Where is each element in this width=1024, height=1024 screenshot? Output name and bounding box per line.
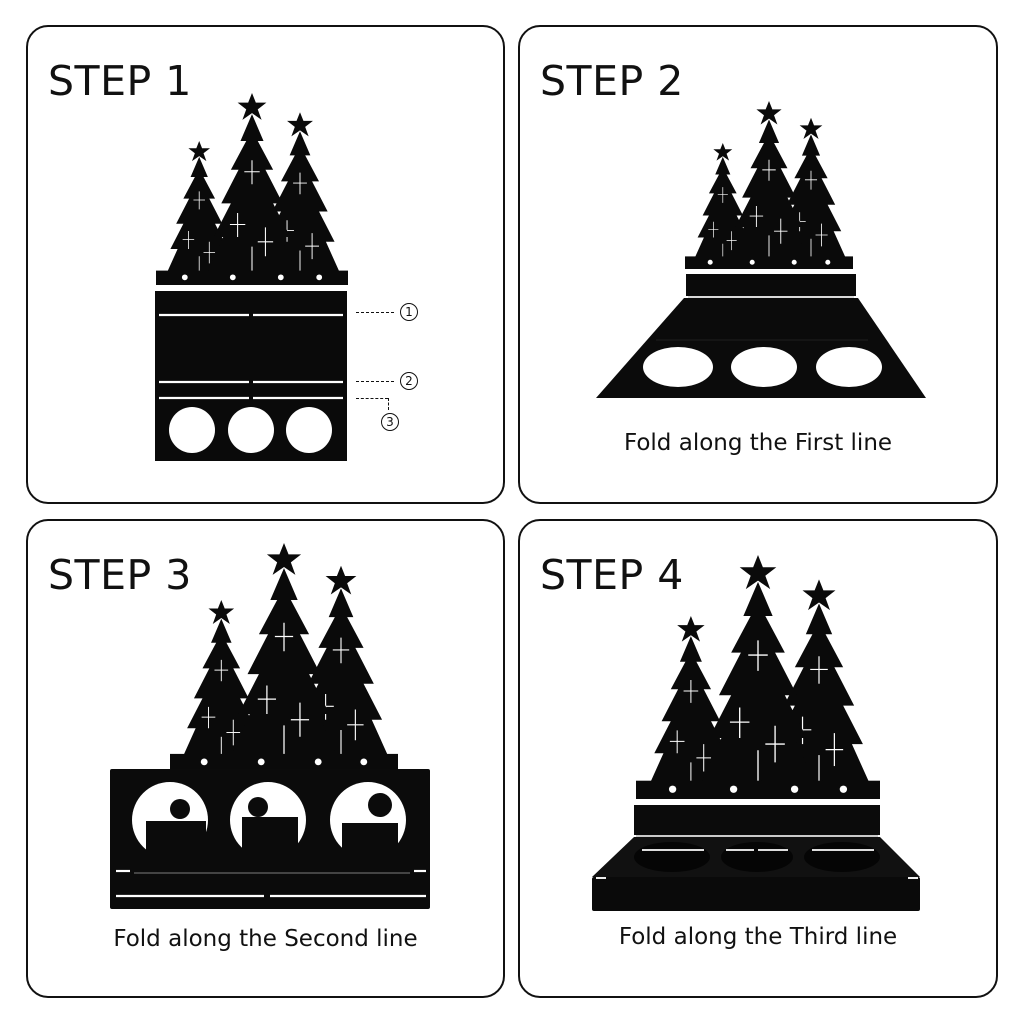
step-4-caption: Fold along the Third line	[618, 924, 898, 950]
fold-line-number: 2	[400, 372, 418, 390]
step-4-title: STEP 4	[540, 551, 684, 599]
tree-silhouette	[636, 543, 880, 811]
assembled-holder-diagram	[592, 805, 920, 911]
step-2-caption: Fold along the First line	[623, 430, 893, 456]
step-1-panel: STEP 1 1 2 3	[26, 25, 505, 504]
fold-line-2-callout: 2	[356, 372, 418, 390]
step-3-panel: STEP 3 Fold along the Second line	[26, 519, 505, 998]
step-2-panel: STEP 2 Fold along the First line	[518, 25, 998, 504]
fold-line-3-callout: 3	[356, 391, 399, 431]
fold-line-number: 3	[381, 413, 399, 431]
step-4-panel: STEP 4 Fold along the Third line	[518, 519, 998, 998]
fold-line-number: 1	[400, 303, 418, 321]
flat-panel-diagram	[155, 291, 347, 461]
step-2-title: STEP 2	[540, 57, 684, 105]
tree-silhouette	[156, 85, 348, 293]
step-3-caption: Fold along the Second line	[113, 926, 418, 952]
step-1-title: STEP 1	[48, 57, 192, 105]
folded-panel-diagram	[596, 274, 926, 398]
folded-panel-diagram	[110, 769, 430, 909]
fold-line-1-callout: 1	[356, 303, 418, 321]
step-3-title: STEP 3	[48, 551, 192, 599]
tree-silhouette	[685, 93, 853, 277]
tree-silhouette	[154, 543, 414, 771]
